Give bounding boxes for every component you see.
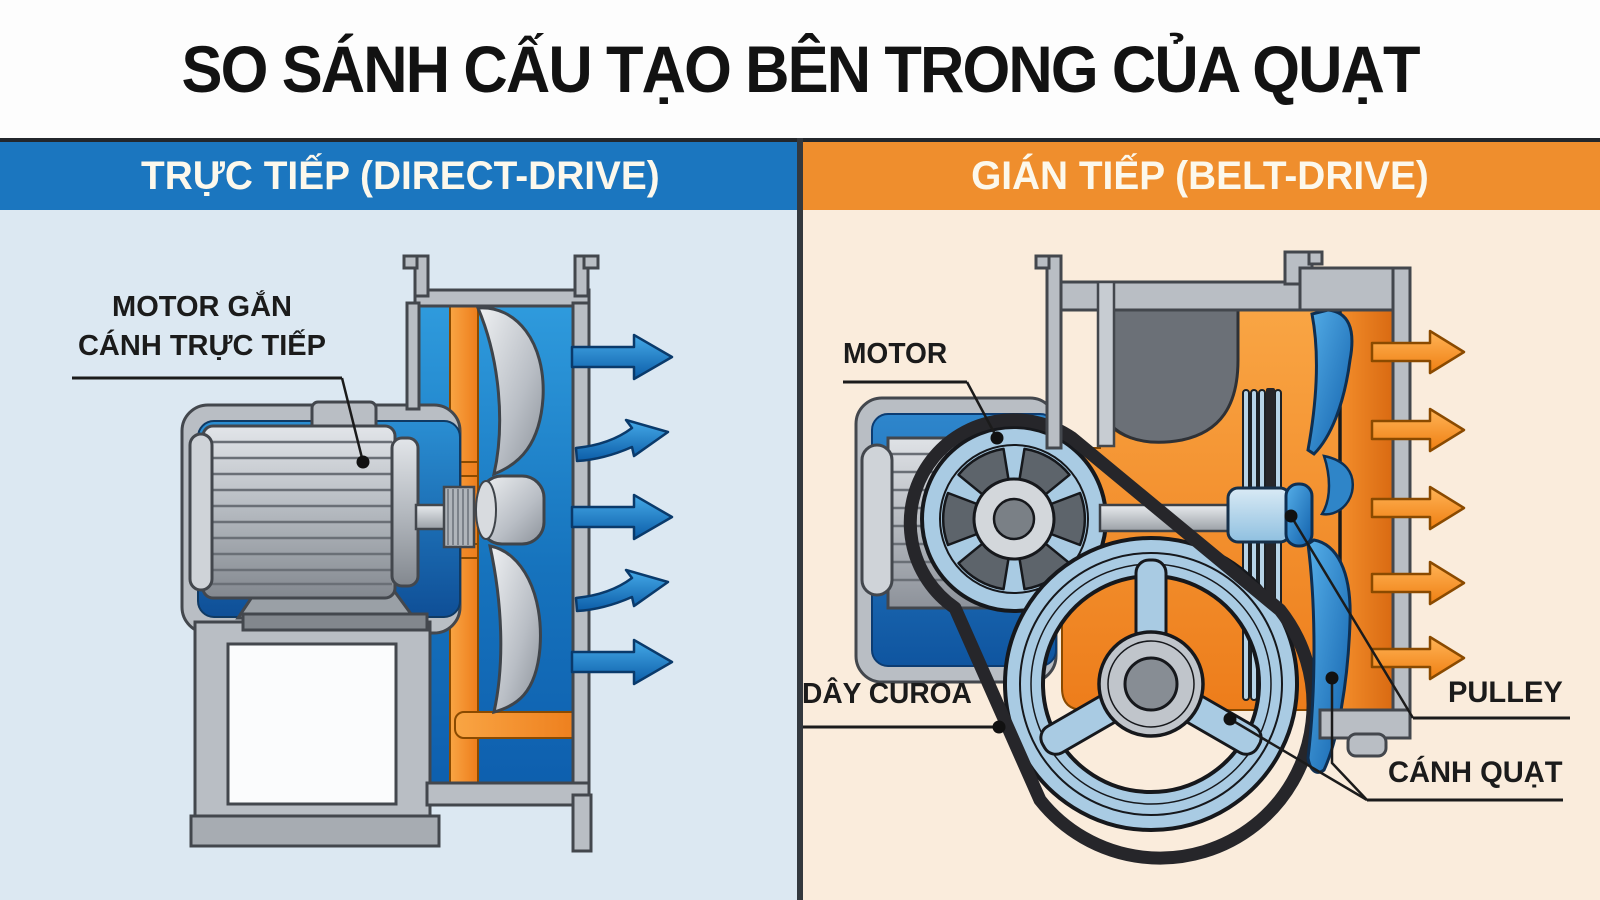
label-direct-motor-line1: MOTOR GẮN xyxy=(112,291,292,323)
callout-dot-belt xyxy=(992,720,1006,734)
leader-motor-truc-tiep xyxy=(72,376,370,469)
fan-hub xyxy=(1226,486,1292,544)
header-direct-drive-label: TRỰC TIẾP (DIRECT-DRIVE) xyxy=(140,153,660,198)
motor-pulley xyxy=(920,425,1108,613)
title-bar: SO SÁNH CẤU TẠO BÊN TRONG CỦA QUẠT xyxy=(0,0,1600,138)
inlet-gap xyxy=(1062,298,1098,446)
header-direct-drive: TRỰC TIẾP (DIRECT-DRIVE) xyxy=(0,138,800,210)
label-direct-motor: MOTOR GẮN CÁNH TRỰC TIẾP xyxy=(52,288,352,366)
label-belt: DÂY CUROA xyxy=(802,678,972,710)
label-belt-motor: MOTOR xyxy=(843,338,948,370)
direct-drive-motor xyxy=(188,400,476,632)
callout-dot xyxy=(356,455,370,469)
callout-dot-blade xyxy=(1325,671,1339,685)
direct-drive-diagram xyxy=(72,254,674,853)
callout-dot-pulley-rim xyxy=(1223,712,1237,726)
leader-lines xyxy=(802,380,1570,802)
callout-dot-pulley xyxy=(1284,509,1298,523)
callout-dot-motor xyxy=(990,431,1004,445)
pedestal-stand xyxy=(189,620,441,848)
header-belt-drive-label: GIÁN TIẾP (BELT-DRIVE) xyxy=(971,153,1429,198)
header-belt-drive: GIÁN TIẾP (BELT-DRIVE) xyxy=(800,138,1600,210)
label-direct-motor-line2: CÁNH TRỰC TIẾP xyxy=(77,330,326,363)
panel-divider xyxy=(797,138,803,900)
impeller-blades xyxy=(475,306,546,715)
panel-direct-drive: MOTOR GẮN CÁNH TRỰC TIẾP xyxy=(0,210,800,900)
label-fan-blade: CÁNH QUẠT xyxy=(1388,756,1563,789)
page-title: SO SÁNH CẤU TẠO BÊN TRONG CỦA QUẠT xyxy=(181,32,1420,106)
label-pulley: PULLEY xyxy=(1448,676,1563,709)
driven-pulley xyxy=(1003,536,1300,832)
belt-drive-diagram xyxy=(802,250,1570,865)
panel-belt-drive: MOTOR DÂY CUROA PULLEY CÁNH QUẠT xyxy=(800,210,1600,900)
impeller-backplate xyxy=(427,305,584,784)
